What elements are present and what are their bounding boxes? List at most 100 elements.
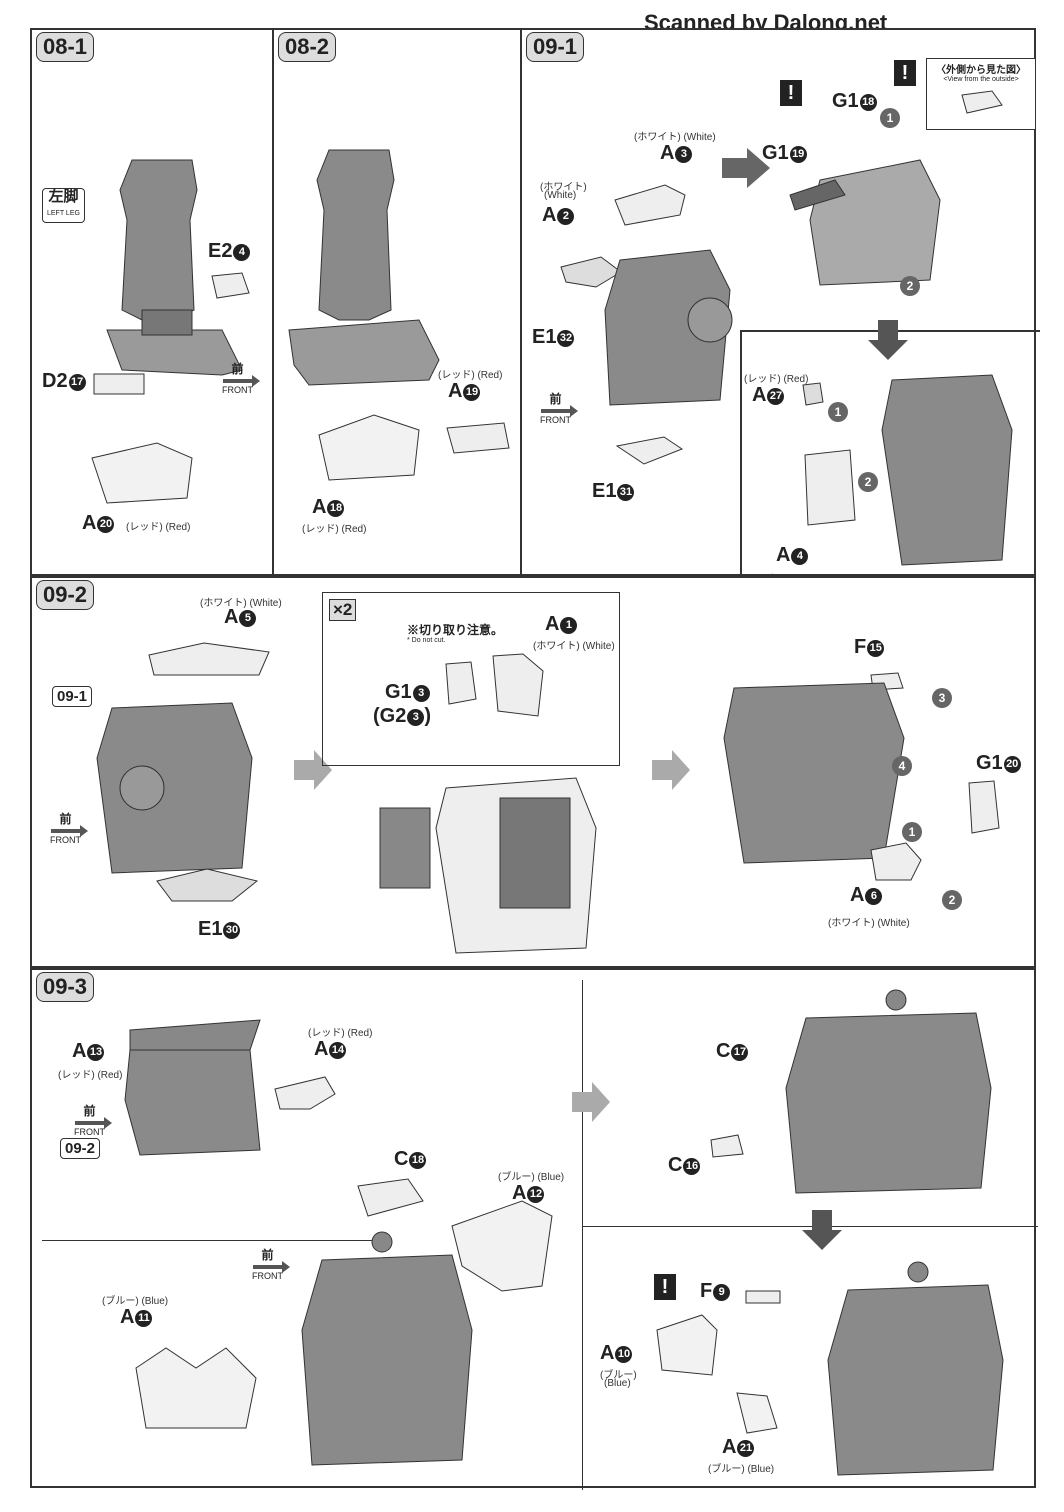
a3-part — [614, 184, 686, 226]
a11-part — [135, 1347, 257, 1429]
upper-body-illustration — [301, 1231, 473, 1466]
a18-part — [318, 414, 420, 481]
step-08-1-badge: 08-1 — [36, 32, 95, 62]
g1-20-part — [968, 780, 1000, 834]
do-not-cut-en: * Do not cut. — [407, 637, 446, 644]
step-09-2-badge: 09-2 — [36, 580, 95, 610]
torso-illustration — [379, 777, 597, 954]
step-2-c: 2 — [942, 890, 962, 910]
f9-part — [745, 1290, 781, 1304]
a12-part — [451, 1200, 553, 1292]
body-09-3-illustration — [785, 989, 992, 1194]
left-leg-jp: 左脚 — [48, 188, 79, 205]
ref-09-1: 09-1 — [52, 686, 93, 707]
e2-part — [211, 272, 250, 299]
left-leg-label: 左脚 LEFT LEG — [42, 188, 85, 223]
part-a5-color: (ホワイト) (White) — [200, 598, 282, 609]
a4-part — [804, 449, 856, 526]
a19-part — [446, 422, 510, 454]
a10-part — [656, 1314, 718, 1376]
leg-part-illustration — [106, 159, 243, 376]
step-09-3-badge: 09-3 — [36, 972, 95, 1002]
e1-30-part — [156, 868, 259, 902]
body-lower-illustration — [604, 249, 733, 406]
part-a-20-color: (レッド) (Red) — [126, 522, 191, 533]
ref-09-2: 09-2 — [60, 1138, 101, 1159]
part-a13-color: (レッド) (Red) — [58, 1070, 123, 1081]
step-1-c: 1 — [902, 822, 922, 842]
divider-diag — [42, 1240, 372, 1241]
waist-illustration — [789, 159, 941, 286]
a1-part — [492, 653, 544, 717]
body-final-illustration — [827, 1261, 1004, 1476]
next-arrow-1 — [722, 148, 770, 188]
step-1-b: 1 — [828, 402, 848, 422]
step-1: 1 — [880, 108, 900, 128]
c16-part — [710, 1134, 744, 1158]
step-4: 4 — [892, 756, 912, 776]
e1-31-part — [615, 436, 684, 465]
a6-part — [870, 842, 922, 881]
part-a27-color: (レッド) (Red) — [744, 374, 809, 385]
view-outside-part — [961, 90, 1003, 114]
leg-assembled-illustration — [288, 149, 440, 386]
view-outside-en: <View from the outside> — [943, 76, 1019, 83]
warning-icon: ! — [780, 80, 802, 106]
down-arrow-2 — [802, 1210, 842, 1250]
a21-part — [736, 1392, 778, 1434]
next-arrow-3 — [652, 750, 690, 790]
part-a1-color: (ホワイト) (White) — [533, 641, 615, 652]
part-a2-color-jp: (ホワイト) — [540, 182, 587, 193]
a2-part — [560, 256, 622, 288]
c18-part — [357, 1178, 424, 1217]
a20-part — [91, 442, 193, 504]
a27-part — [802, 382, 824, 406]
part-a-19-color: (レッド) (Red) — [438, 370, 503, 381]
part-a21-color: (ブルー) (Blue) — [708, 1464, 775, 1475]
part-a14-color: (レッド) (Red) — [308, 1028, 373, 1039]
part-a6-color: (ホワイト) (White) — [828, 918, 910, 929]
left-leg-en: LEFT LEG — [47, 210, 80, 217]
a5-part — [148, 642, 270, 676]
lower-body-illustration — [96, 702, 253, 874]
step-08-2-badge: 08-2 — [278, 32, 337, 62]
step-2: 2 — [900, 276, 920, 296]
part-a11-color: (ブルー) (Blue) — [102, 1296, 169, 1307]
